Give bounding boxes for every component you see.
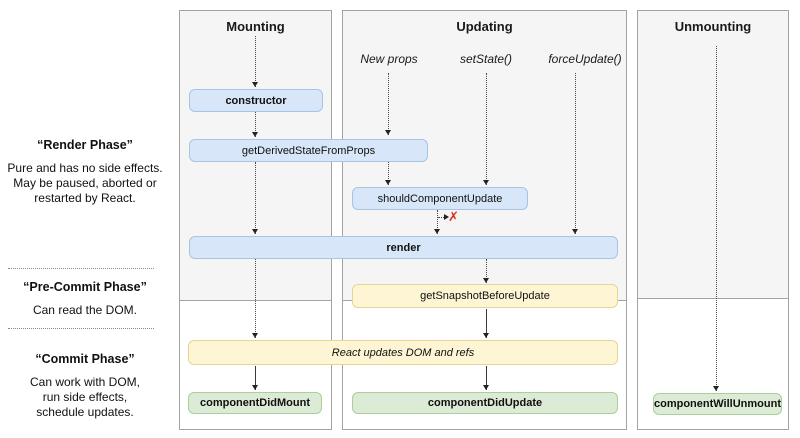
box-shouldcomponentupdate[interactable]: shouldComponentUpdate [352, 187, 528, 210]
false-branch-x-icon: ✗ [448, 209, 459, 224]
box-componentdidupdate[interactable]: componentDidUpdate [352, 392, 618, 414]
updating-trigger-forceupdate: forceUpdate() [548, 52, 622, 66]
render-phase-line: Pure and has no side effects. [7, 161, 163, 175]
commit-phase-line: schedule updates. [36, 405, 134, 419]
render-phase-line: May be paused, aborted or [13, 176, 157, 190]
arrow-newprops-to-getderivedstatefromprops [385, 73, 391, 135]
arrow-shouldcomponentupdate-to-render [434, 210, 440, 234]
column-title-unmounting: Unmounting [674, 19, 752, 34]
column-title-mounting: Mounting [226, 19, 285, 34]
pre-commit-phase-title: “Pre-Commit Phase” [23, 280, 147, 294]
box-componentwillunmount[interactable]: componentWillUnmount [653, 393, 782, 415]
arrow-reactupdates-to-componentdidupdate [483, 366, 489, 390]
pre-commit-phase-note: “Pre-Commit Phase” Can read the DOM. [0, 280, 170, 318]
render-phase-title: “Render Phase” [37, 138, 133, 152]
column-unmounting: Unmounting [637, 10, 789, 430]
arrow-getsnapshotbeforeupdate-to-reactupdates [483, 309, 489, 338]
arrow-forceupdate-to-render [572, 73, 578, 234]
render-phase-shade [638, 11, 788, 299]
arrow-setstate-to-shouldcomponentupdate [483, 73, 489, 185]
arrow-getderivedstatefromprops-to-shouldcomponentupdate [385, 162, 391, 185]
arrow-render-to-reactupdates-mounting [252, 259, 258, 338]
commit-phase-title: “Commit Phase” [35, 352, 135, 366]
column-title-updating: Updating [456, 19, 513, 34]
phase-divider [8, 328, 154, 329]
updating-trigger-new-props: New props [360, 52, 418, 66]
box-getsnapshotbeforeupdate[interactable]: getSnapshotBeforeUpdate [352, 284, 618, 308]
commit-phase-line: Can work with DOM, [29, 375, 141, 389]
render-phase-line: restarted by React. [34, 191, 136, 205]
box-react-updates-dom-and-refs: React updates DOM and refs [188, 340, 618, 365]
arrow-mounting-to-constructor [252, 36, 258, 87]
box-render[interactable]: render [189, 236, 618, 259]
arrow-constructor-to-getderivedstatefromprops [252, 112, 258, 137]
commit-phase-line: run side effects, [42, 390, 128, 404]
pre-commit-phase-line: Can read the DOM. [32, 303, 138, 317]
arrow-render-to-getsnapshotbeforeupdate [483, 259, 489, 283]
column-updating: Updating [342, 10, 627, 430]
box-constructor[interactable]: constructor [189, 89, 323, 112]
false-branch-connector [438, 217, 444, 218]
box-componentdidmount[interactable]: componentDidMount [188, 392, 322, 414]
commit-phase-note: “Commit Phase” Can work with DOM, run si… [0, 352, 170, 420]
updating-trigger-setstate: setState() [459, 52, 513, 66]
box-getderivedstatefromprops[interactable]: getDerivedStateFromProps [189, 139, 428, 162]
phase-divider [8, 268, 154, 269]
render-phase-note: “Render Phase” Pure and has no side effe… [0, 138, 170, 206]
arrow-unmounting-to-componentwillunmount [713, 46, 719, 391]
arrow-getderivedstatefromprops-to-render [252, 162, 258, 234]
false-branch-arrowhead-icon [444, 214, 449, 220]
arrow-reactupdates-to-componentdidmount [252, 366, 258, 390]
